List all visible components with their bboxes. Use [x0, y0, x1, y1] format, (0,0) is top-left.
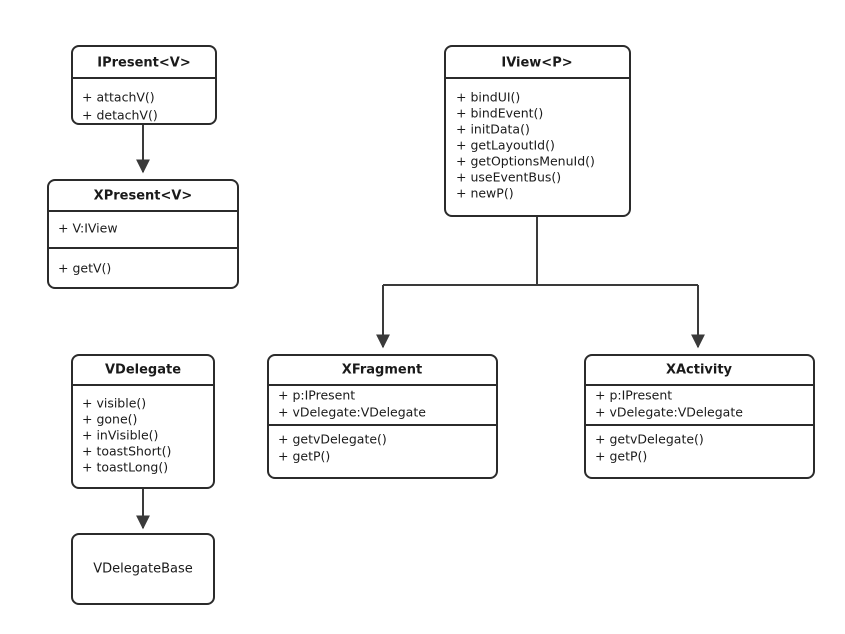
ipresent-box-outline[interactable]	[71, 45, 217, 125]
vdelegate-box-outline[interactable]	[71, 354, 215, 489]
vdelegatebase-box-outline[interactable]	[71, 533, 215, 605]
xactivity-method-1: + getP()	[595, 449, 647, 464]
class-box-vdelegate[interactable]: VDelegate + visible() + gone() + inVisib…	[71, 354, 215, 489]
ipresent-method-0: + attachV()	[82, 90, 155, 105]
iview-class-name: IView<P>	[501, 56, 572, 71]
xfragment-class-name: XFragment	[342, 363, 422, 378]
xfragment-attribute-0: + p:IPresent	[278, 388, 355, 403]
class-box-xactivity[interactable]: XActivity + p:IPresent + vDelegate:VDele…	[584, 354, 815, 479]
class-box-xpresent[interactable]: XPresent<V> + V:IView + getV()	[47, 179, 239, 289]
class-box-ipresent[interactable]: IPresent<V> + attachV() + detachV()	[71, 45, 217, 125]
class-box-xfragment[interactable]: XFragment + p:IPresent + vDelegate:VDele…	[267, 354, 498, 479]
class-box-iview[interactable]: IView<P> + bindUI() + bindEvent() + init…	[444, 45, 631, 217]
xpresent-attribute-0: + V:IView	[58, 221, 118, 236]
iview-method-3: + getLayoutId()	[456, 138, 555, 153]
iview-method-1: + bindEvent()	[456, 106, 543, 121]
vdelegate-method-1: + gone()	[82, 412, 137, 427]
iview-box-outline[interactable]	[444, 45, 631, 217]
iview-method-0: + bindUI()	[456, 90, 520, 105]
iview-method-4: + getOptionsMenuId()	[456, 154, 595, 169]
xfragment-method-1: + getP()	[278, 449, 330, 464]
xactivity-attribute-1: + vDelegate:VDelegate	[595, 405, 743, 420]
ipresent-method-1: + detachV()	[82, 108, 158, 123]
xactivity-class-name: XActivity	[666, 363, 733, 378]
xfragment-attribute-1: + vDelegate:VDelegate	[278, 405, 426, 420]
class-box-vdelegatebase[interactable]: VDelegateBase	[71, 533, 215, 605]
vdelegate-method-3: + toastShort()	[82, 444, 171, 459]
relation-iview-to-xfragment-xactivity	[376, 216, 705, 349]
vdelegate-method-4: + toastLong()	[82, 460, 168, 475]
vdelegate-method-2: + inVisible()	[82, 428, 158, 443]
vdelegate-class-name: VDelegate	[105, 363, 181, 378]
xpresent-class-name: XPresent<V>	[94, 189, 193, 204]
iview-method-2: + initData()	[456, 122, 530, 137]
xpresent-method-0: + getV()	[58, 261, 111, 276]
iview-method-5: + useEventBus()	[456, 170, 561, 185]
xpresent-box-outline[interactable]	[47, 179, 239, 289]
iview-method-6: + newP()	[456, 186, 514, 201]
xactivity-method-0: + getvDelegate()	[595, 432, 704, 447]
xactivity-attribute-0: + p:IPresent	[595, 388, 672, 403]
vdelegatebase-class-name: VDelegateBase	[93, 562, 192, 577]
ipresent-class-name: IPresent<V>	[97, 56, 190, 71]
vdelegate-method-0: + visible()	[82, 396, 146, 411]
xfragment-method-0: + getvDelegate()	[278, 432, 387, 447]
